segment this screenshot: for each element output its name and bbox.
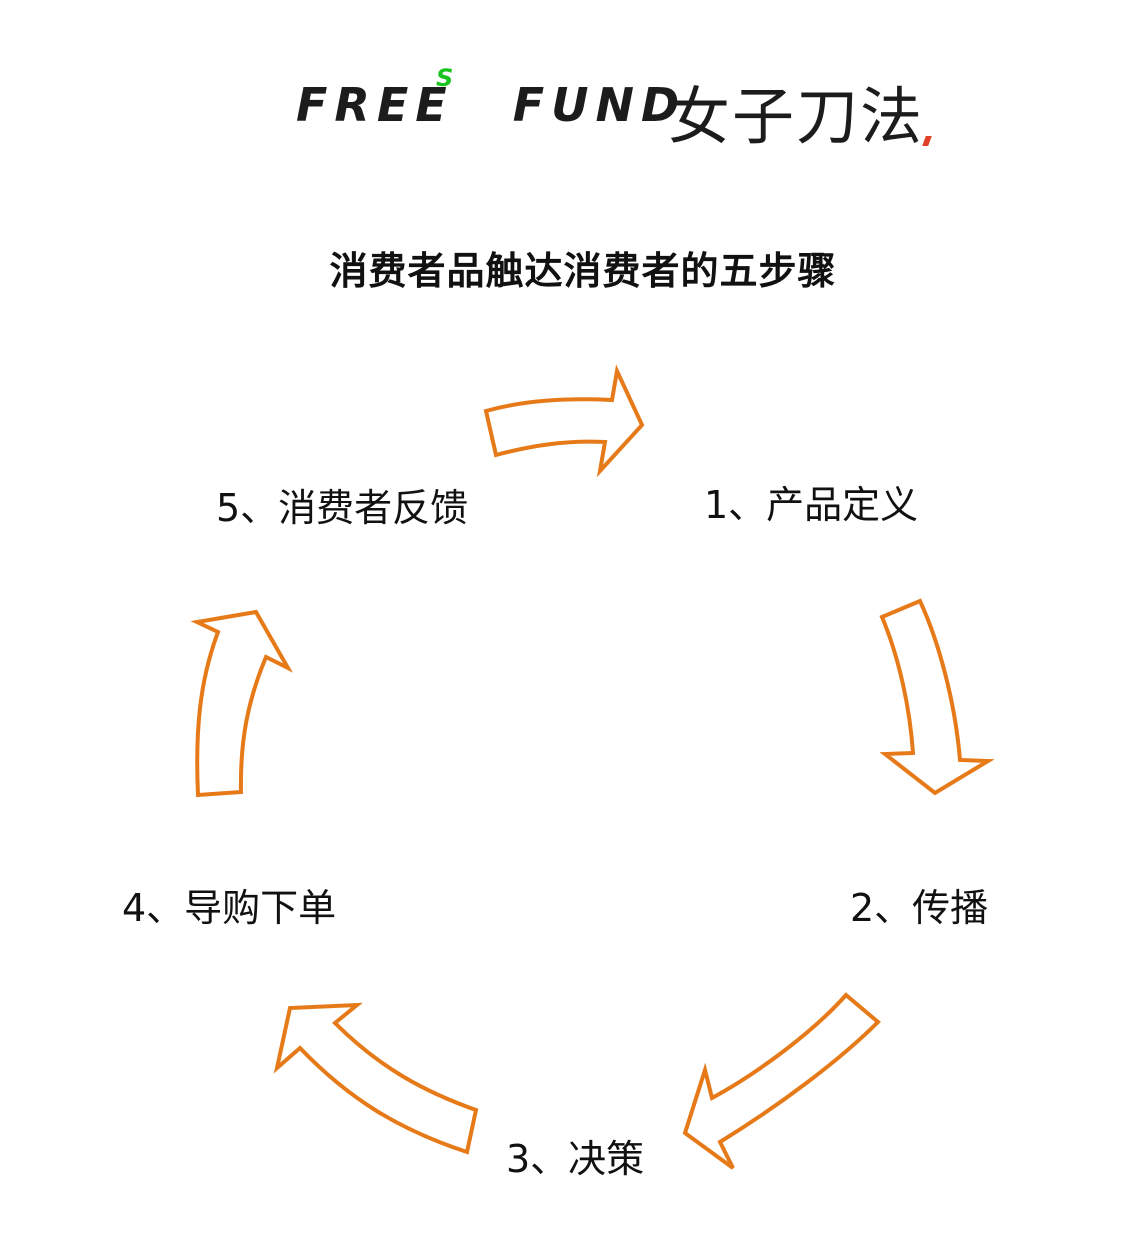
arrow-step1-to-step2 [879, 598, 995, 796]
step-4-guided-purchase: 4、导购下单 [122, 886, 337, 930]
step-1-product-definition: 1、产品定义 [704, 483, 919, 527]
arrow-step4-to-step5 [190, 609, 294, 798]
arrow-step2-to-step3 [682, 992, 881, 1170]
logo-word-free: FREE [296, 78, 454, 132]
step-2-communication: 2、传播 [850, 886, 989, 930]
logo-superscript-s: S [436, 64, 454, 92]
nvzidaofa-logo: 女子刀法 [668, 66, 932, 156]
arrow-step5-to-step1 [483, 364, 645, 478]
logo-word-fund: FUND [512, 78, 687, 132]
logo-cn-text: 女子刀法 [668, 80, 925, 153]
arrow-step3-to-step4 [273, 1002, 479, 1155]
diagram-title: 消费者品触达消费者的五步骤 [329, 249, 837, 293]
step-5-consumer-feedback: 5、消费者反馈 [216, 486, 469, 530]
step-3-decision: 3、决策 [506, 1137, 645, 1181]
freesfund-logo: FREE S FUND [296, 64, 687, 132]
